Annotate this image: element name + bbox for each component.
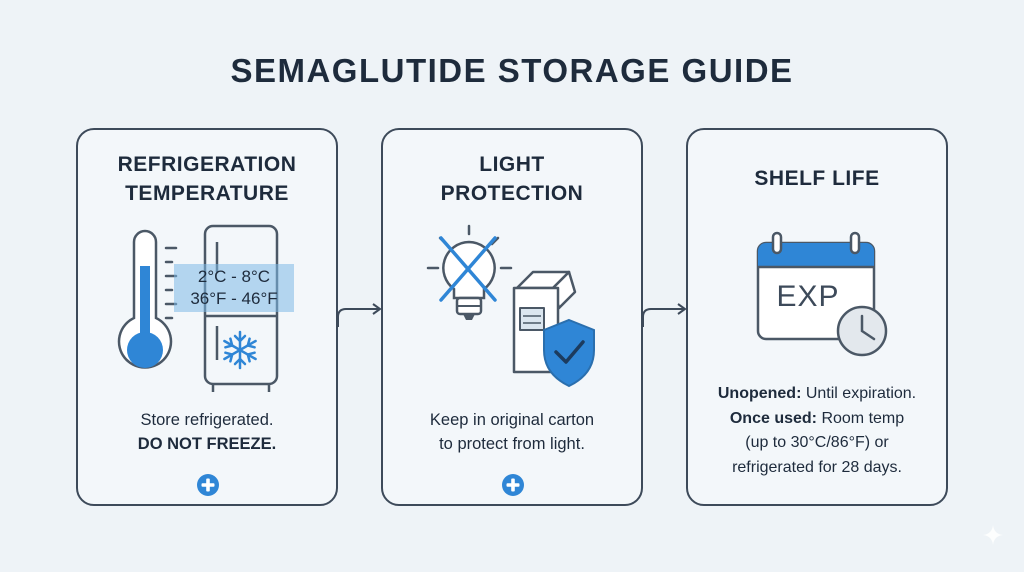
refrigeration-text: Store refrigerated. DO NOT FREEZE. [78, 408, 336, 456]
temperature-range-box: 2°C - 8°C 36°F - 46°F [174, 264, 294, 312]
shelf-life-text: Unopened: Until expiration. Once used: R… [688, 382, 946, 480]
shelf-life-text-line3: (up to 30°C/86°F) or [745, 434, 889, 451]
refrigeration-illustration [117, 224, 279, 392]
shelf-life-title: SHELF LIFE [688, 164, 946, 193]
light-protection-panel: LIGHT PROTECTION [381, 128, 643, 506]
shelf-life-panel: SHELF LIFE EXP Unopened: Until expiratio… [686, 128, 948, 506]
light-protection-illustration [426, 224, 595, 388]
once-used-text: Room temp [817, 409, 905, 427]
light-protection-text-line1: Keep in original carton [429, 411, 595, 429]
page-title: SEMAGLUTIDE STORAGE GUIDE [230, 52, 794, 89]
sparkle-icon [983, 525, 1003, 545]
unopened-text: Until expiration. [801, 385, 917, 402]
plus-icon [197, 474, 219, 496]
light-protection-title-line1: LIGHT [479, 153, 545, 176]
shelf-life-text-line1: Unopened: Until expiration. [688, 382, 946, 407]
clock-icon [836, 305, 888, 357]
plus-icon [502, 474, 524, 496]
shield-check-icon [543, 318, 595, 388]
arrow-right-icon [642, 303, 687, 327]
refrigeration-title-line1: REFRIGERATION [117, 153, 297, 176]
calendar-label: EXP [776, 280, 840, 313]
light-protection-title-line2: PROTECTION [440, 182, 584, 205]
thermometer-icon [117, 229, 178, 369]
light-protection-text-line2: to protect from light. [439, 435, 585, 453]
shelf-life-text-line2: Once used: Room temp [688, 407, 946, 432]
crossed-light-bulb-icon [426, 224, 513, 320]
temperature-fahrenheit: 36°F - 46°F [190, 289, 278, 308]
once-used-label: Once used: [729, 409, 817, 427]
shelf-life-illustration [756, 231, 888, 357]
refrigeration-title: REFRIGERATION TEMPERATURE [78, 150, 336, 208]
refrigeration-text-line1: Store refrigerated. [140, 411, 274, 429]
shelf-life-text-line4: refrigerated for 28 days. [732, 458, 902, 476]
temperature-celsius: 2°C - 8°C [197, 267, 271, 286]
refrigeration-text-line2: DO NOT FREEZE. [137, 435, 277, 453]
snowflake-icon [223, 330, 257, 370]
arrow-right-icon [337, 303, 382, 327]
unopened-label: Unopened: [717, 385, 802, 402]
refrigeration-title-line2: TEMPERATURE [125, 182, 289, 205]
refrigeration-panel: REFRIGERATION TEMPERATURE [76, 128, 338, 506]
shelf-life-title-line1: SHELF LIFE [754, 167, 880, 190]
light-protection-text: Keep in original carton to protect from … [383, 408, 641, 456]
light-protection-title: LIGHT PROTECTION [383, 150, 641, 208]
